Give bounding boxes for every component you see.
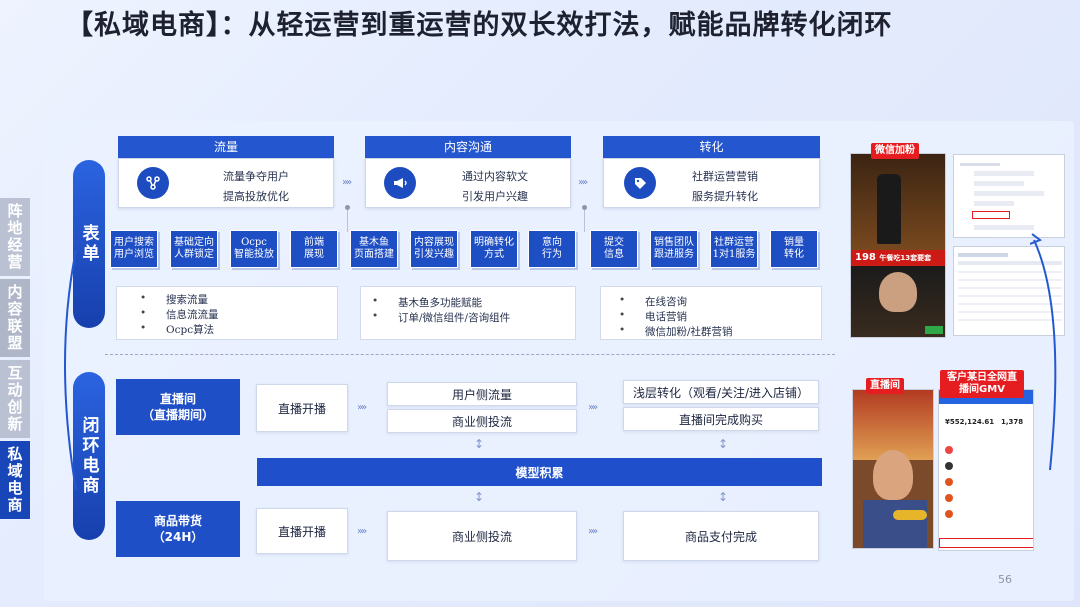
stage-header-content: 内容沟通 — [365, 136, 571, 158]
tag-icon — [624, 167, 656, 199]
step-submit: 提交信息 — [590, 230, 638, 268]
step-content-display: 内容展现引发兴趣 — [410, 230, 458, 268]
bullet-item: 微信加粉/社群营销 — [619, 324, 732, 339]
stage-header-traffic: 流量 — [118, 136, 334, 158]
curved-arrow-icon — [1030, 233, 1057, 471]
bullet-item: 搜索流量 — [140, 292, 208, 307]
stage-line: 流量争夺用户 — [223, 170, 289, 183]
stage-line: 社群运营营销 — [692, 170, 758, 183]
stage-line: 引发用户兴趣 — [462, 190, 528, 203]
network-icon — [137, 167, 169, 199]
live-room-screenshot — [852, 389, 934, 549]
step-sales-conversion: 销量转化 — [770, 230, 818, 268]
nav-item-interaction[interactable]: 互动创新 — [0, 360, 30, 438]
chevron-right-icon: »» — [357, 402, 367, 413]
goods-label: 商品带货 （24H） — [116, 501, 240, 557]
arrow-up-icon: ↕ — [718, 437, 729, 451]
live-room-label: 直播间 （直播期间） — [116, 379, 240, 435]
user-side-traffic-box: 用户侧流量 — [387, 382, 577, 406]
section-closed-loop-label: 闭环电商 — [73, 372, 105, 540]
wechat-fans-label: 微信加粉 — [871, 143, 919, 159]
stage-body-conversion: 社群运营营销 服务提升转化 — [603, 158, 820, 208]
nav-item-position[interactable]: 阵地经营 — [0, 198, 30, 276]
live-room-label-tag: 直播间 — [866, 378, 904, 394]
section-form-label: 表单 — [73, 160, 105, 328]
goods-biz-side-box: 商业侧投流 — [387, 511, 577, 561]
form-settings-screenshot — [953, 154, 1065, 238]
step-search: 用户搜索用户浏览 — [110, 230, 158, 268]
data-table-screenshot — [953, 246, 1065, 336]
bullet-item: Ocpc算法 — [140, 322, 214, 337]
arrow-up-icon: ↕ — [474, 437, 485, 451]
bullet-item: 订单/微信组件/咨询组件 — [372, 310, 510, 325]
step-frontend: 前端展现 — [290, 230, 338, 268]
bullet-item: 基木鱼多功能赋能 — [372, 295, 482, 310]
chevron-right-icon: »» — [342, 177, 352, 188]
section-divider — [105, 354, 835, 355]
step-sales-followup: 销售团队跟进服务 — [650, 230, 698, 268]
gmv-screenshot: ¥552,124.61 1,378 — [938, 389, 1034, 551]
step-intent: 意向行为 — [528, 230, 576, 268]
page-title: 【私域电商】：从轻运营到重运营的双长效打法，赋能品牌转化闭环 — [66, 10, 893, 41]
step-conversion-method: 明确转化方式 — [470, 230, 518, 268]
left-nav: 阵地经营 内容联盟 互动创新 私域电商 — [0, 198, 30, 522]
stage-body-content: 通过内容软文 引发用户兴趣 — [365, 158, 571, 208]
connector-dot — [582, 205, 587, 210]
stage-line: 通过内容软文 — [462, 170, 528, 183]
nav-item-private-commerce[interactable]: 私域电商 — [0, 441, 30, 519]
connector-dot — [345, 205, 350, 210]
bullet-item: 电话营销 — [619, 309, 687, 324]
bullet-box-traffic — [116, 286, 338, 340]
arrow-up-icon: ↕ — [474, 490, 485, 504]
chevron-right-icon: »» — [588, 402, 598, 413]
model-accumulation-bar: 模型积累 — [257, 458, 822, 486]
arrow-up-icon: ↕ — [718, 490, 729, 504]
step-targeting: 基础定向人群锁定 — [170, 230, 218, 268]
chevron-right-icon: »» — [357, 526, 367, 537]
stage-header-conversion: 转化 — [603, 136, 820, 158]
stage-body-traffic: 流量争夺用户 提高投放优化 — [118, 158, 334, 208]
megaphone-icon — [384, 167, 416, 199]
stage-line: 服务提升转化 — [692, 190, 758, 203]
page-number: 56 — [998, 573, 1012, 586]
connector-line — [347, 208, 348, 232]
goods-start-box: 直播开播 — [256, 508, 348, 554]
wechat-ad-screenshot: 198 午餐吃13套要套 — [850, 153, 946, 338]
live-start-box: 直播开播 — [256, 384, 348, 432]
shallow-conversion-box: 浅层转化（观看/关注/进入店铺） — [623, 380, 819, 404]
goods-payment-box: 商品支付完成 — [623, 511, 819, 561]
gmv-label-tag: 客户某日全网直 播间GMV — [940, 370, 1024, 398]
live-purchase-box: 直播间完成购买 — [623, 407, 819, 431]
nav-item-content[interactable]: 内容联盟 — [0, 279, 30, 357]
left-curved-arrow-icon — [64, 249, 77, 491]
bullet-item: 在线咨询 — [619, 294, 687, 309]
chevron-right-icon: »» — [578, 177, 588, 188]
step-page-build: 基木鱼页面搭建 — [350, 230, 398, 268]
bullet-item: 信息流流量 — [140, 307, 218, 322]
stage-line: 提高投放优化 — [223, 190, 289, 203]
connector-line — [584, 208, 585, 232]
biz-side-ads-box: 商业侧投流 — [387, 409, 577, 433]
chevron-right-icon: »» — [588, 526, 598, 537]
